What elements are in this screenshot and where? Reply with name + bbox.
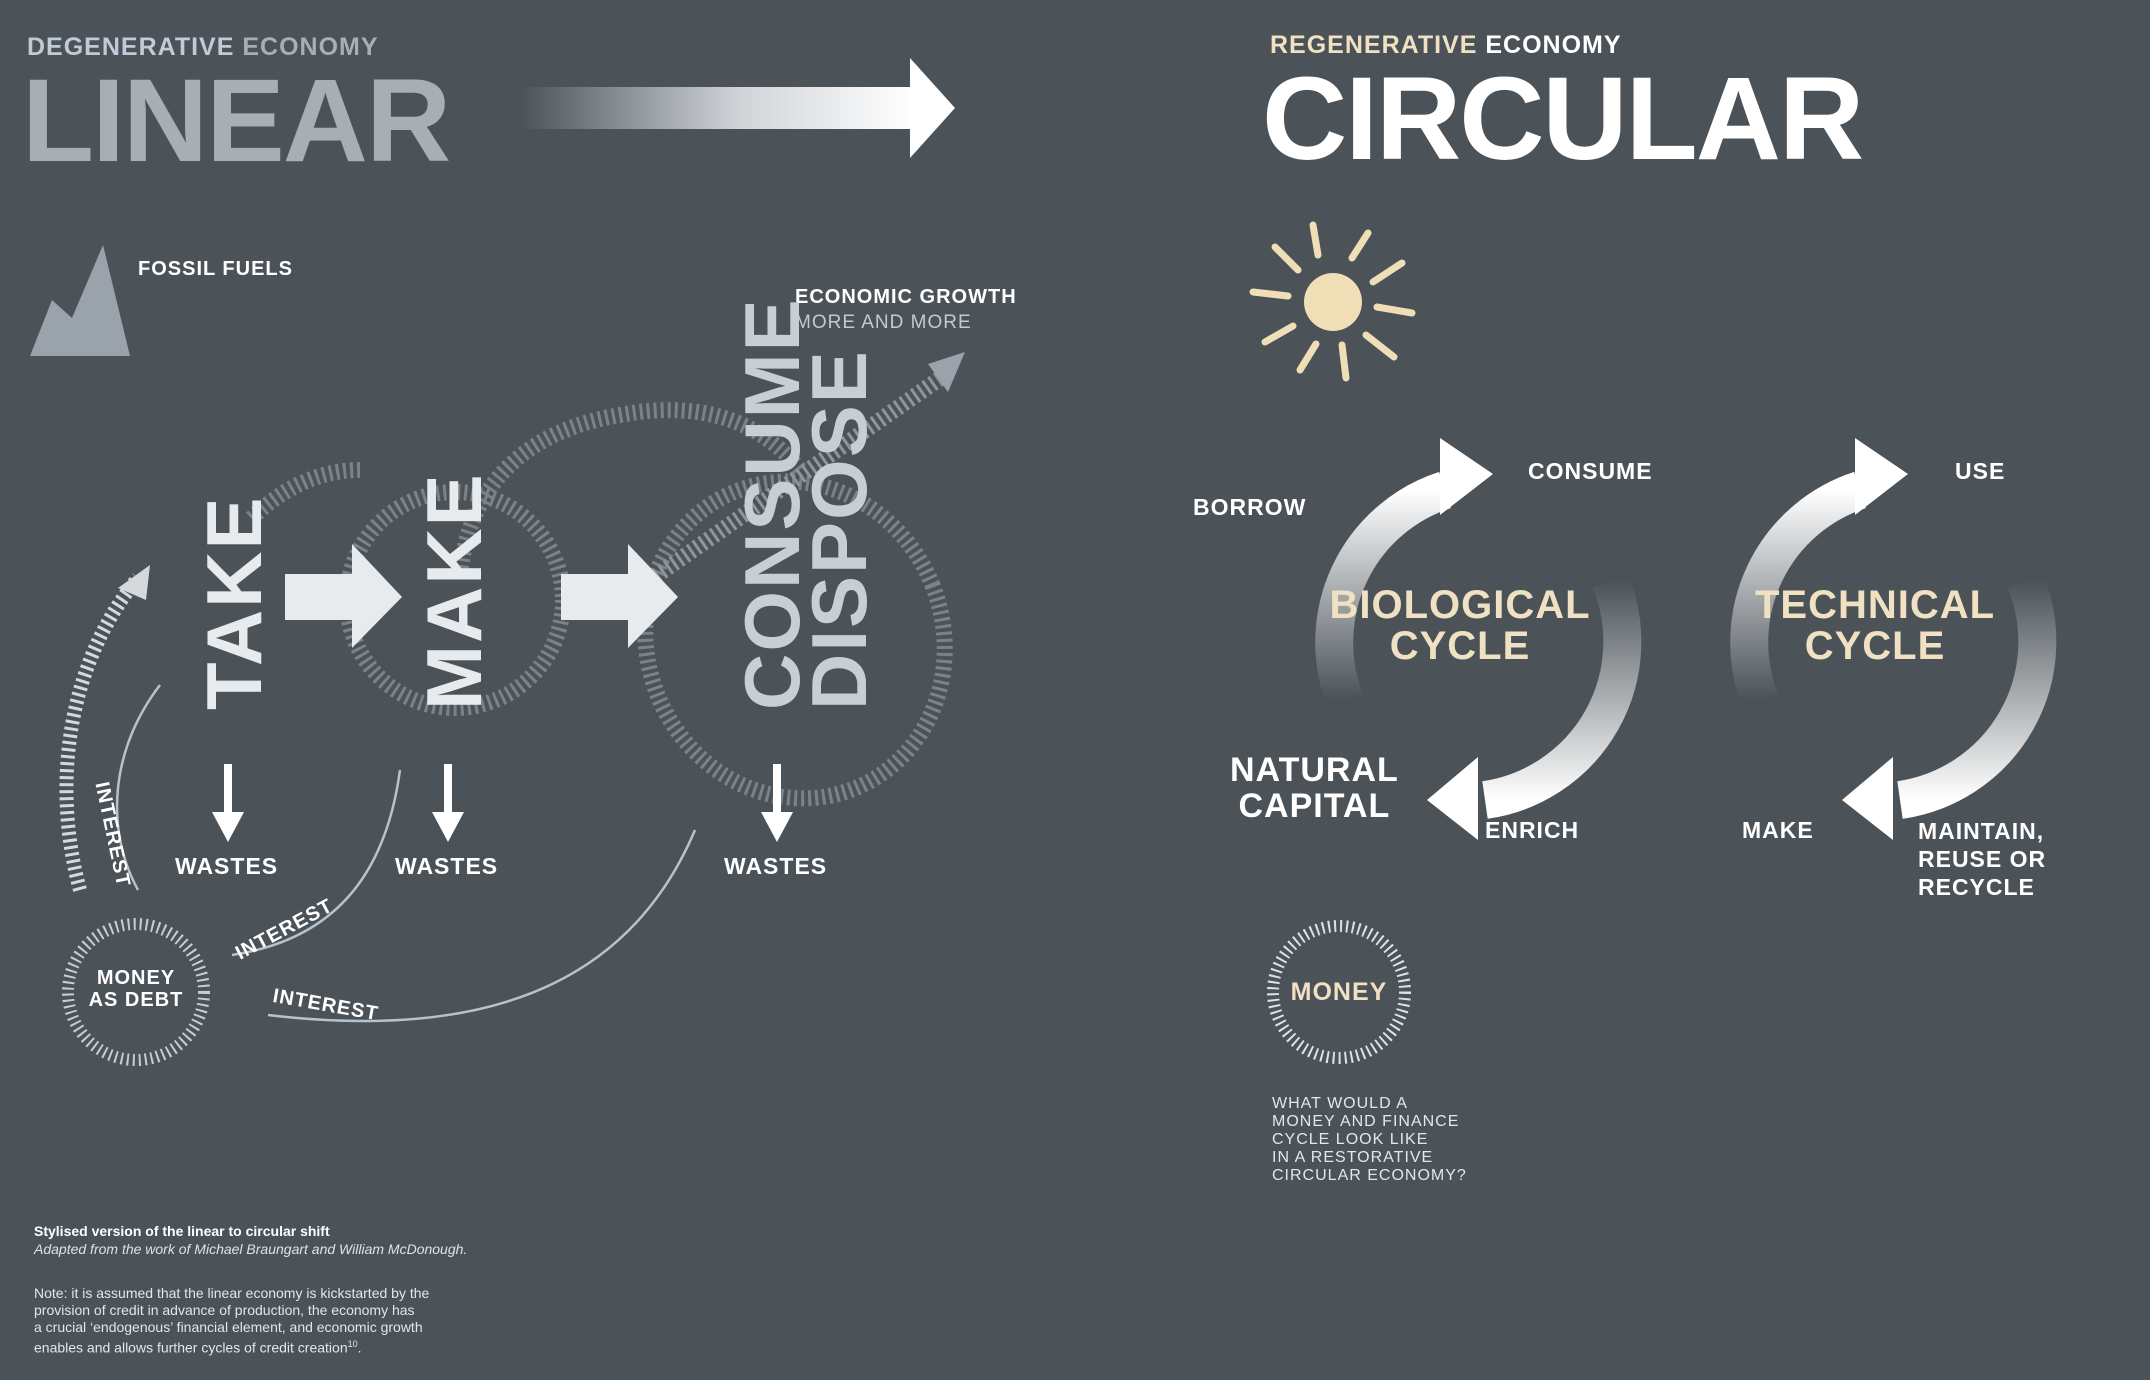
note-ref: 10	[347, 1339, 358, 1349]
technical-cycle-arrows	[1730, 438, 2057, 840]
economy-label-circular: ECONOMY	[1485, 31, 1622, 59]
borrow-label: BORROW	[1193, 494, 1307, 520]
technical-cycle-line2: CYCLE	[1804, 623, 1946, 668]
interest-feedback-arrow	[59, 565, 150, 892]
note-line3: a crucial ‘endogenous’ financial element…	[34, 1319, 423, 1335]
maintain-line2: REUSE OR	[1918, 846, 2047, 872]
note-line4-text: enables and allows further cycles of cre…	[34, 1339, 348, 1356]
money-as-debt-line1: MONEY	[96, 967, 176, 989]
fossil-fuels-icon	[30, 245, 130, 356]
technical-cycle-label: TECHNICAL CYCLE	[1735, 585, 2015, 667]
money-as-debt-line2: AS DEBT	[88, 989, 184, 1011]
wastes-arrows	[212, 764, 793, 842]
note-end: .	[357, 1339, 362, 1356]
wastes-label-2: WASTES	[395, 853, 499, 879]
money-as-debt-label: MONEY AS DEBT	[86, 967, 186, 1011]
consume-label: CONSUME	[1528, 458, 1653, 484]
step-dispose: DISPOSE	[795, 349, 883, 710]
money-label: MONEY	[1290, 978, 1388, 1006]
note-line1: Note: it is assumed that the linear econ…	[34, 1285, 430, 1301]
caption-title: Stylised version of the linear to circul…	[34, 1223, 330, 1239]
circular-kicker: REGENERATIVE ECONOMY	[1270, 31, 1622, 60]
circular-title: CIRCULAR	[1262, 53, 1864, 185]
economy-label: ECONOMY	[242, 33, 379, 61]
question-line1: WHAT WOULD A	[1272, 1095, 1408, 1112]
step-take: TAKE	[190, 495, 278, 710]
degenerative-label: DEGENERATIVE	[27, 33, 235, 61]
biological-cycle-arrows	[1315, 438, 1642, 840]
flow-arrows	[285, 544, 678, 648]
linear-to-circular-arrow	[520, 58, 955, 158]
note-line4: enables and allows further cycles of cre…	[34, 1336, 429, 1357]
use-label: USE	[1955, 458, 2006, 484]
wastes-label-3: WASTES	[724, 853, 828, 879]
sun-icon	[1249, 221, 1416, 382]
caption-sub: Adapted from the work of Michael Braunga…	[34, 1241, 468, 1257]
step-make: MAKE	[410, 472, 498, 710]
linear-title: LINEAR	[22, 55, 451, 187]
maintain-line1: MAINTAIN,	[1918, 818, 2045, 844]
question-line3: CYCLE LOOK LIKE	[1272, 1131, 1429, 1148]
footer-note: Note: it is assumed that the linear econ…	[34, 1285, 429, 1357]
question-line4: IN A RESTORATIVE	[1272, 1149, 1434, 1166]
natural-capital-line1: NATURAL	[1230, 751, 1399, 789]
money-as-debt-ring	[62, 918, 210, 1066]
economic-growth-arrow	[645, 352, 965, 587]
money-question: WHAT WOULD A MONEY AND FINANCE CYCLE LOO…	[1272, 1095, 1467, 1185]
natural-capital-line2: CAPITAL	[1238, 787, 1391, 825]
question-line5: CIRCULAR ECONOMY?	[1272, 1167, 1467, 1184]
maintain-line3: RECYCLE	[1918, 874, 2035, 900]
technical-cycle-line1: TECHNICAL	[1754, 583, 1996, 627]
interest-curves	[115, 684, 697, 1023]
fossil-fuels-label: FOSSIL FUELS	[138, 258, 293, 280]
wastes-label-1: WASTES	[175, 853, 279, 879]
enrich-label: ENRICH	[1485, 817, 1580, 843]
maintain-label: MAINTAIN, REUSE OR RECYCLE	[1918, 817, 2046, 901]
footer-caption: Stylised version of the linear to circul…	[34, 1223, 467, 1257]
money-ring	[1267, 920, 1411, 1064]
regenerative-label: REGENERATIVE	[1270, 31, 1478, 59]
economic-growth-label: ECONOMIC GROWTH	[795, 286, 1017, 308]
natural-capital-label: NATURAL CAPITAL	[1230, 752, 1399, 824]
note-line2: provision of credit in advance of produc…	[34, 1302, 415, 1318]
linear-kicker: DEGENERATIVE ECONOMY	[27, 33, 379, 62]
biological-cycle-line1: BIOLOGICAL	[1329, 583, 1591, 627]
biological-cycle-label: BIOLOGICAL CYCLE	[1320, 585, 1600, 667]
question-line2: MONEY AND FINANCE	[1272, 1113, 1460, 1130]
biological-cycle-line2: CYCLE	[1389, 623, 1531, 668]
economic-growth-sub: MORE AND MORE	[795, 312, 972, 333]
make-label: MAKE	[1742, 817, 1814, 843]
